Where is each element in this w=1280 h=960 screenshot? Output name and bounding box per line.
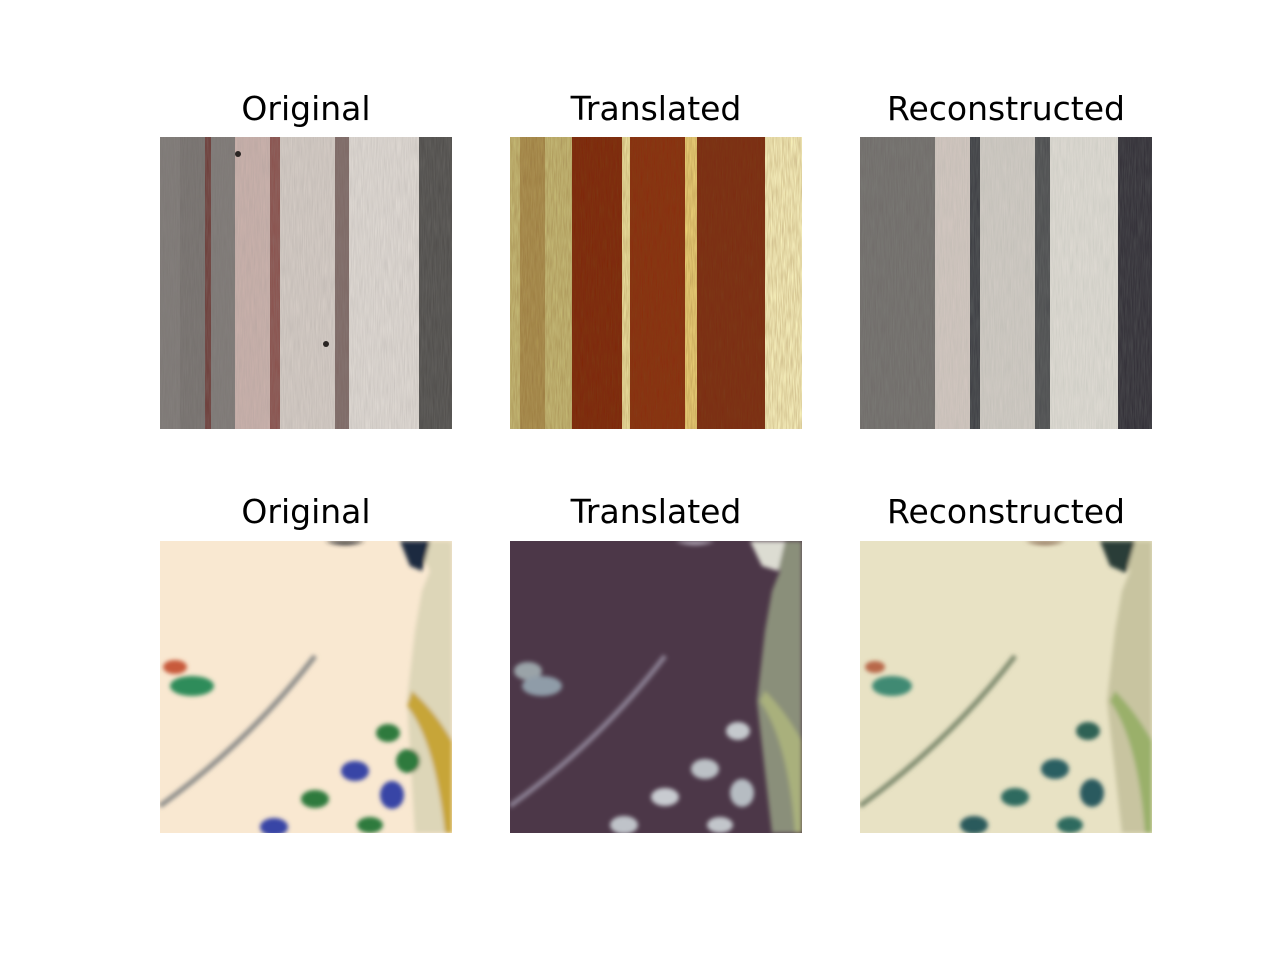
row1-translated-title: Translated (570, 89, 742, 128)
row1-original-image (160, 137, 452, 429)
row2-reconstructed-title: Reconstructed (887, 492, 1125, 531)
row2-original-image (160, 541, 452, 833)
row1-translated-image (510, 137, 802, 429)
row1-reconstructed-title: Reconstructed (887, 89, 1125, 128)
row1-reconstructed-image (860, 137, 1152, 429)
row2-reconstructed-image (860, 541, 1152, 833)
row2-translated-image (510, 541, 802, 833)
row1-original-title: Original (241, 89, 371, 128)
row2-original-title: Original (241, 492, 371, 531)
row2-translated-title: Translated (570, 492, 742, 531)
